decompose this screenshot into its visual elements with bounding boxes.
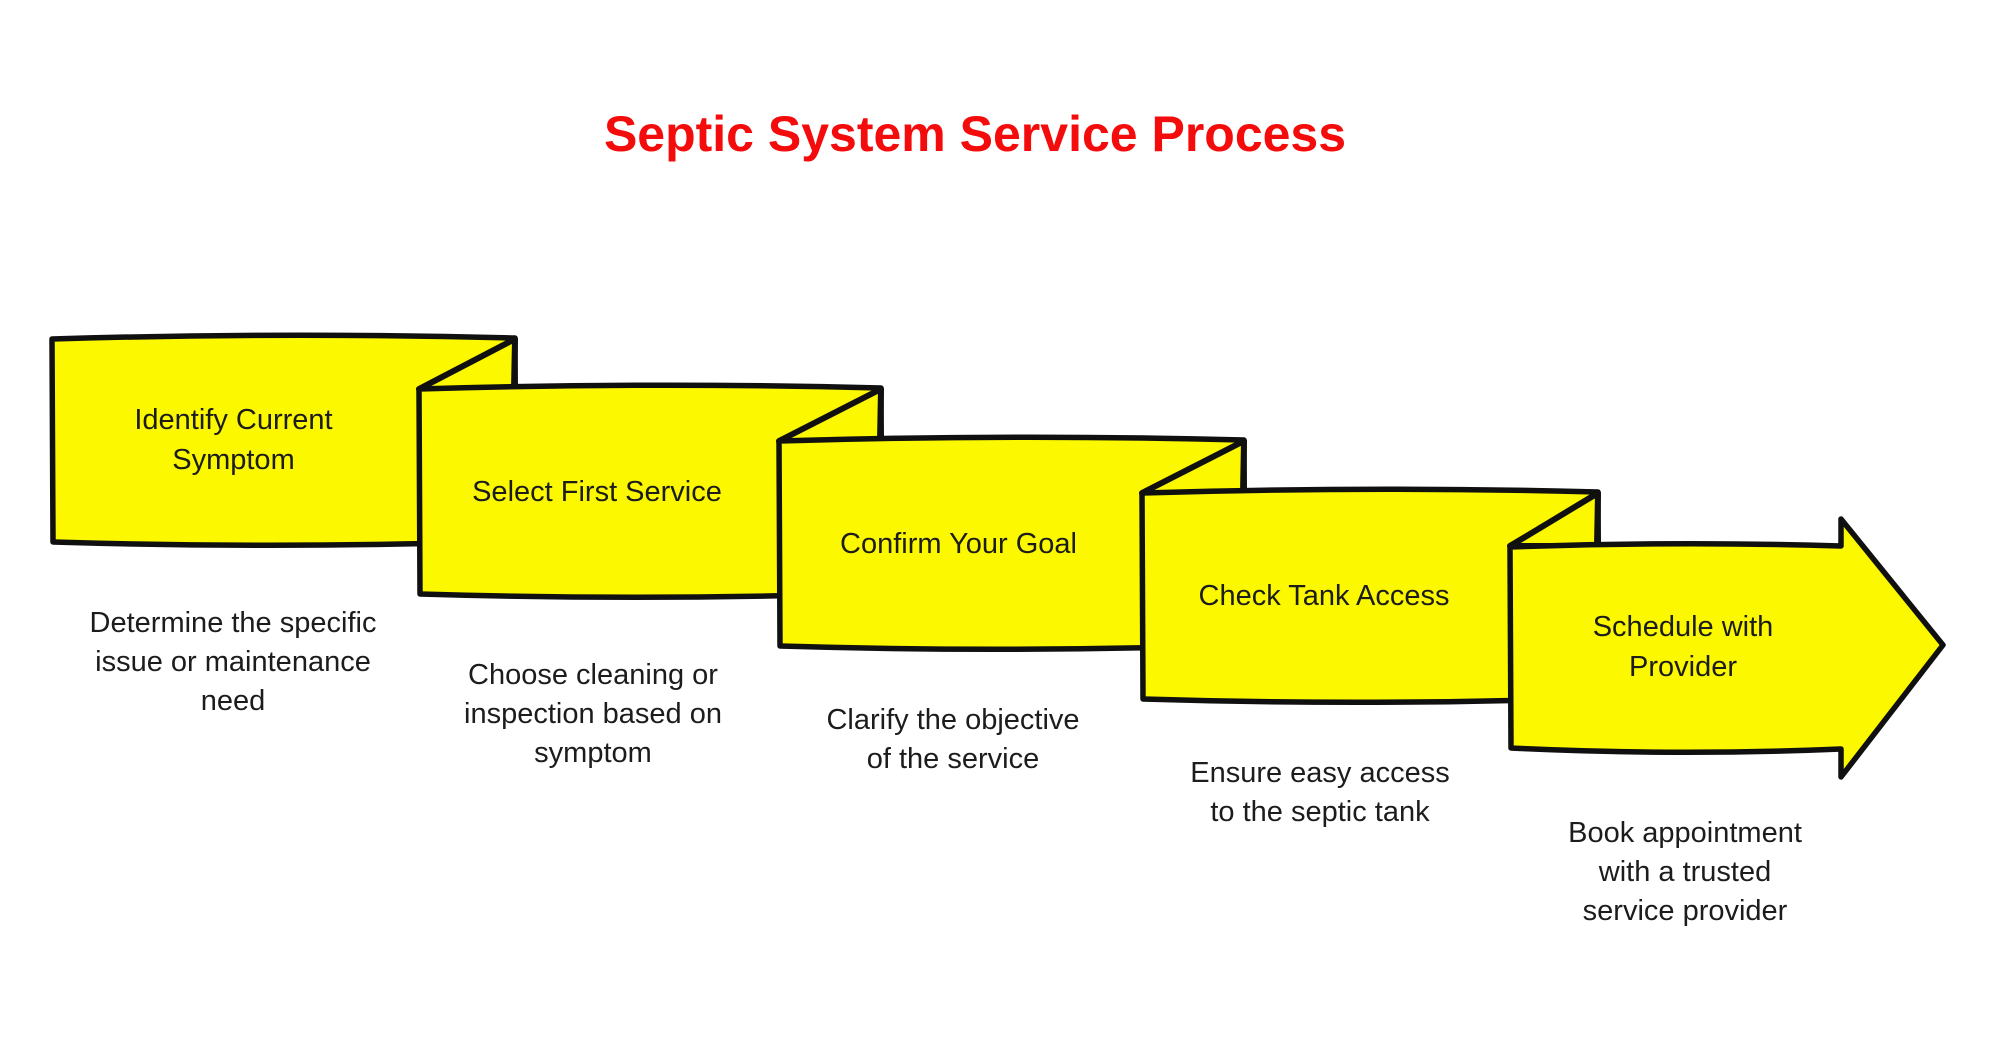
step-5-label: Schedule with Provider: [1592, 611, 1774, 683]
step-3-label: Confirm Your Goal: [840, 527, 1077, 560]
step-1-description: Determine the specific issue or maintena…: [89, 607, 377, 717]
step-4-label: Check Tank Access: [1198, 580, 1450, 612]
step-5-description: Book appointment with a trusted service …: [1568, 817, 1802, 927]
step-2-label: Select First Service: [472, 475, 722, 508]
step-5-arrow-shape: [1507, 516, 1946, 780]
step-2-description: Choose cleaning or inspection based on s…: [464, 659, 722, 769]
step-3-description: Clarify the objective of the service: [826, 704, 1080, 775]
diagram-title: Septic System Service Process: [603, 106, 1347, 162]
step-1-label: Identify Current Symptom: [134, 404, 333, 476]
step-4-description: Ensure easy access to the septic tank: [1190, 757, 1450, 828]
